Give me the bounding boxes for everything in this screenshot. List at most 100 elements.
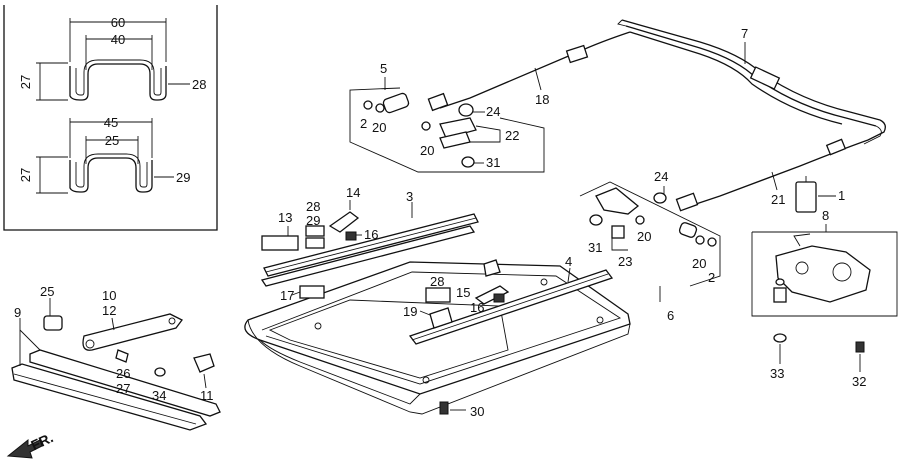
callout-20-upper: 20: [372, 120, 386, 135]
drive-cables: 7 18 21: [427, 19, 886, 212]
dim-45: 45: [104, 115, 118, 130]
motor-bracket: [595, 187, 640, 215]
washer-20-right: [695, 235, 705, 245]
washer-2-left: [363, 100, 373, 110]
washer-20-upper: [375, 103, 385, 113]
pin-25: [43, 315, 63, 331]
clip-28-center: [425, 287, 451, 303]
callout-7: 7: [741, 26, 748, 41]
dim-60: 60: [111, 15, 125, 30]
callout-31-lower: 31: [588, 240, 602, 255]
clip-26: [115, 349, 129, 363]
washer-34: [154, 367, 166, 377]
callout-30: 30: [470, 404, 484, 419]
wind-deflector: 9: [11, 305, 221, 431]
callout-28-left: 28: [306, 199, 320, 214]
washer-20-lower: [421, 121, 431, 131]
front-label: FR.: [28, 429, 55, 453]
dim-27b: 27: [18, 168, 33, 182]
bracket-23: [611, 225, 625, 239]
dimension-inset: 60 40 27 28 45 25 27: [3, 5, 218, 231]
callout-27: 27: [116, 381, 130, 396]
callout-5: 5: [380, 61, 387, 76]
guide-rail-4: 4: [408, 254, 614, 345]
callout-1: 1: [838, 188, 845, 203]
clip-15: [474, 285, 510, 305]
callout-3: 3: [406, 189, 413, 204]
clip-17: [299, 285, 325, 299]
bracket-13: [261, 235, 299, 251]
bracket-set-6: 6 31 23 20 24 20 2: [579, 169, 721, 323]
screw-16-left: [345, 231, 357, 241]
callout-29-inset: 29: [176, 170, 190, 185]
grommet-33: [773, 333, 787, 343]
clip-profile-28: 60 40 27 28: [18, 15, 206, 101]
callout-24-right: 24: [654, 169, 668, 184]
callout-20-right-upper: 20: [637, 229, 651, 244]
callout-29-left: 29: [306, 213, 320, 228]
clip-14: [328, 211, 360, 233]
lifter-arm-group: 25 10 12 26 27 34 11: [40, 284, 215, 403]
callout-20-lower: 20: [420, 143, 434, 158]
dim-27a: 27: [18, 75, 33, 89]
screw-24-left: [458, 103, 474, 117]
callout-23: 23: [618, 254, 632, 269]
callout-19: 19: [403, 304, 417, 319]
screw-16-center: [493, 293, 505, 303]
cable-junction: [749, 66, 781, 90]
callout-26: 26: [116, 366, 130, 381]
callout-34: 34: [152, 388, 166, 403]
washer-20-right-upper: [635, 215, 645, 225]
callout-22: 22: [505, 128, 519, 143]
dim-40: 40: [111, 32, 125, 47]
callout-14: 14: [346, 185, 360, 200]
motor-assembly: 1 8 33 32: [751, 176, 898, 389]
cable-end-right: [675, 192, 699, 212]
bracket-set-5: 5 2 20 24 22 20 31: [349, 61, 545, 173]
callout-28-inset: 28: [192, 77, 206, 92]
washer-2-right: [707, 237, 717, 247]
dim-25: 25: [105, 133, 119, 148]
callout-8: 8: [822, 208, 829, 223]
callout-16-center: 16: [470, 300, 484, 315]
callout-10: 10: [102, 288, 116, 303]
clip-19: [429, 307, 453, 329]
clip-28: [305, 225, 325, 237]
front-arrow-icon: [6, 438, 43, 459]
clip-29: [305, 237, 325, 249]
bolt-32: [855, 341, 865, 353]
left-clips: 13 28 29 14 16 17: [261, 185, 378, 303]
callout-15: 15: [456, 285, 470, 300]
callout-24-left: 24: [486, 104, 500, 119]
sunroof-motor: [775, 245, 871, 303]
callout-17: 17: [280, 288, 294, 303]
callout-9: 9: [14, 305, 21, 320]
panel-clip: [483, 259, 501, 277]
callout-18: 18: [535, 92, 549, 107]
nut-31-lower: [589, 214, 603, 226]
bracket-11: [193, 353, 215, 373]
callout-33: 33: [770, 366, 784, 381]
nut-31-upper: [461, 156, 475, 168]
cable-end-left: [427, 92, 449, 112]
motor-bushing: [773, 287, 787, 303]
callout-12: 12: [102, 303, 116, 318]
cable-clamp-right: [825, 138, 847, 156]
callout-28-center: 28: [430, 274, 444, 289]
relay-1: [795, 181, 817, 213]
callout-13: 13: [278, 210, 292, 225]
slider-plate-right: [678, 222, 698, 238]
callout-2-right: 2: [708, 270, 715, 285]
slider-plate: [382, 92, 410, 114]
callout-20-right: 20: [692, 256, 706, 271]
guide-rail-3: 3: [260, 189, 479, 287]
callout-21: 21: [771, 192, 785, 207]
lifter-arm: [82, 313, 183, 351]
callout-2-left: 2: [360, 116, 367, 131]
callout-6: 6: [667, 308, 674, 323]
callout-31-upper: 31: [486, 155, 500, 170]
bolt-30: [439, 401, 449, 415]
screw-24-right: [653, 192, 667, 204]
callout-11: 11: [200, 388, 214, 403]
